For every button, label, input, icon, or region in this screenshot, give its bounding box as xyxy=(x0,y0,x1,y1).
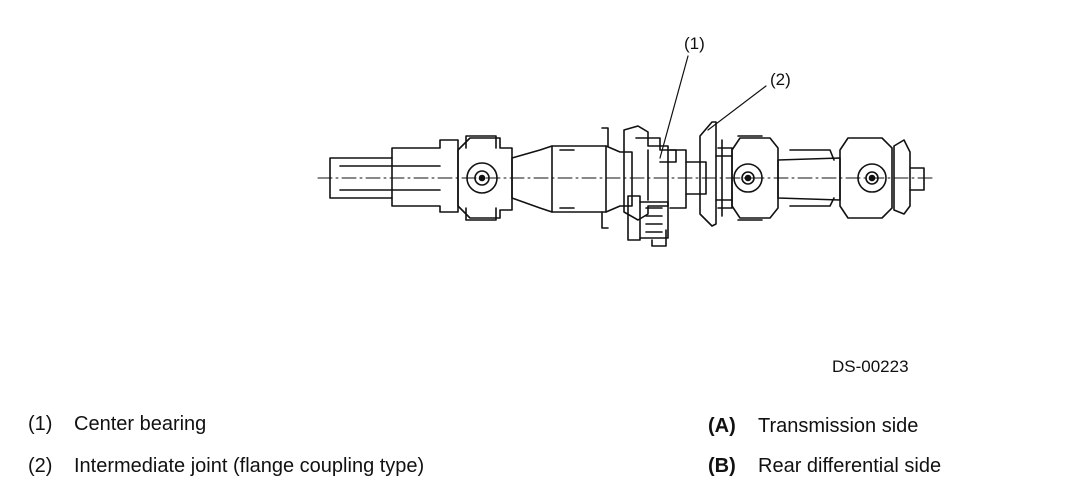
front-shaft-tube xyxy=(511,127,633,229)
legend-key: (B) xyxy=(708,455,736,477)
legend-label: Intermediate joint (flange coupling type… xyxy=(74,455,425,477)
legend-label: Center bearing xyxy=(74,413,207,435)
figure-code: DS-00223 xyxy=(832,357,909,376)
leader-line-1 xyxy=(659,55,689,159)
leader-line-2 xyxy=(707,85,767,131)
center-bearing xyxy=(623,125,687,247)
universal-joint-3 xyxy=(839,137,925,219)
universal-joint-1 xyxy=(457,135,513,221)
legend-label: Rear differential side xyxy=(758,455,942,477)
legend-item-rear-differential-side: (B) Rear differential side xyxy=(708,455,941,478)
legend-item-center-bearing: (1) Center bearing xyxy=(28,413,206,436)
legend-item-transmission-side: (A) Transmission side xyxy=(708,415,918,438)
universal-joint-2 xyxy=(731,135,779,221)
intermediate-joint xyxy=(685,121,733,227)
legend-key: (1) xyxy=(28,413,53,435)
legend-key: (A) xyxy=(708,415,736,437)
callout-label-2: (2) xyxy=(770,70,791,89)
sleeve-yoke xyxy=(329,139,459,213)
legend-key: (2) xyxy=(28,455,53,477)
legend-label: Transmission side xyxy=(758,415,919,437)
legend-item-intermediate-joint: (2) Intermediate joint (flange coupling t… xyxy=(28,455,424,478)
callout-label-1: (1) xyxy=(684,34,705,53)
